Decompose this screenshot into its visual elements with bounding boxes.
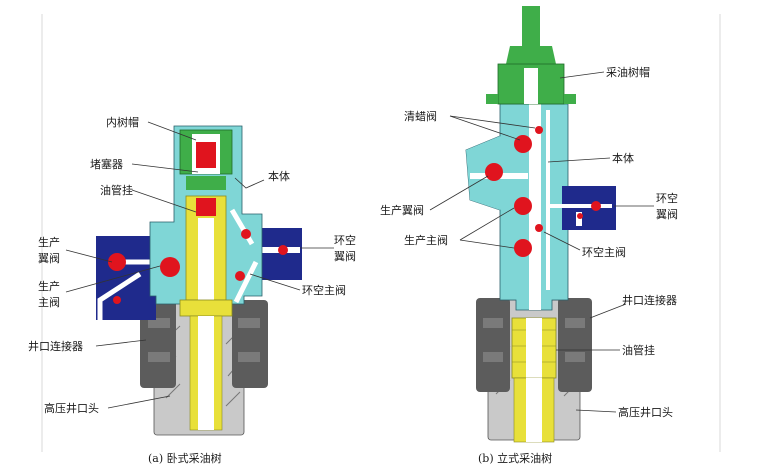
b-tree-body (465, 70, 569, 311)
b-tubing-hanger (511, 317, 557, 448)
b-caption: (b) 立式采油树 (478, 451, 552, 465)
figure-b-vertical-tree: 采油树帽 清蜡阀 本体 生产翼阀 环空 翼阀 生产主阀 环空主阀 井口连接器 油… (380, 6, 678, 465)
a-label-inner-cap: 内树帽 (106, 115, 139, 129)
a-annulus-wing-valve (278, 245, 288, 255)
b-label-annulus-master: 环空主阀 (582, 245, 626, 259)
b-annulus-valve-upper (535, 126, 543, 134)
a-inner-tree-cap (179, 129, 233, 190)
a-production-wing-block (96, 236, 156, 322)
a-prod-wing-valve (108, 253, 126, 271)
b-prod-master-valve-lower (514, 239, 532, 257)
a-label-plug: 堵塞器 (90, 157, 123, 171)
a-label-annulus-master: 环空主阀 (302, 283, 346, 297)
b-annulus-wing-block (548, 186, 616, 230)
a-label-tubing-hanger: 油管挂 (100, 183, 133, 197)
a-caption: (a) 卧式采油树 (148, 451, 222, 465)
a-label-prod-wing-1: 生产 (38, 235, 60, 249)
a-label-prod-master-2: 主阀 (38, 295, 60, 309)
b-tree-cap (486, 6, 576, 105)
a-label-prod-wing-2: 翼阀 (38, 251, 60, 265)
a-label-wellhead-connector: 井口连接器 (28, 339, 83, 353)
a-small-valve (113, 296, 121, 304)
a-tubing-hanger (179, 195, 233, 431)
a-prod-master-valve (160, 257, 180, 277)
a-annulus-valve-upper (241, 229, 251, 239)
b-swab-valve (514, 135, 532, 153)
b-label-prod-wing: 生产翼阀 (380, 203, 424, 217)
a-label-annulus-wing-1: 环空 (334, 233, 356, 247)
b-label-annulus-wing-1: 环空 (656, 191, 678, 205)
b-prod-master-valve-upper (514, 197, 532, 215)
a-annulus-master-valve (235, 271, 245, 281)
a-label-prod-master-1: 生产 (38, 279, 60, 293)
b-annulus-wing-valve (591, 201, 601, 211)
a-label-hp-wellhead: 高压井口头 (44, 401, 99, 415)
b-wellhead-connector (476, 298, 592, 392)
b-prod-wing-valve (485, 163, 503, 181)
b-label-tree-cap: 采油树帽 (606, 65, 650, 79)
b-label-hp-wellhead: 高压井口头 (618, 405, 673, 419)
b-label-tubing-hanger: 油管挂 (622, 343, 655, 357)
a-wellhead-connector (140, 300, 268, 388)
b-label-prod-master: 生产主阀 (404, 233, 448, 247)
b-label-annulus-wing-2: 翼阀 (656, 207, 678, 221)
b-label-body: 本体 (612, 151, 634, 165)
b-leader-lines (429, 71, 654, 413)
a-label-annulus-wing-2: 翼阀 (334, 249, 356, 263)
a-label-body: 本体 (268, 169, 290, 183)
figure-a-horizontal-tree: 内树帽 堵塞器 油管挂 本体 生产 翼阀 生产 主阀 环空 翼阀 环空主阀 井口… (28, 115, 356, 465)
b-small-valve (577, 213, 583, 219)
b-label-wellhead-connector: 井口连接器 (622, 293, 677, 307)
b-label-swab-valve: 清蜡阀 (404, 109, 437, 123)
a-leader-lines (65, 121, 334, 409)
b-annulus-master-valve (535, 224, 543, 232)
